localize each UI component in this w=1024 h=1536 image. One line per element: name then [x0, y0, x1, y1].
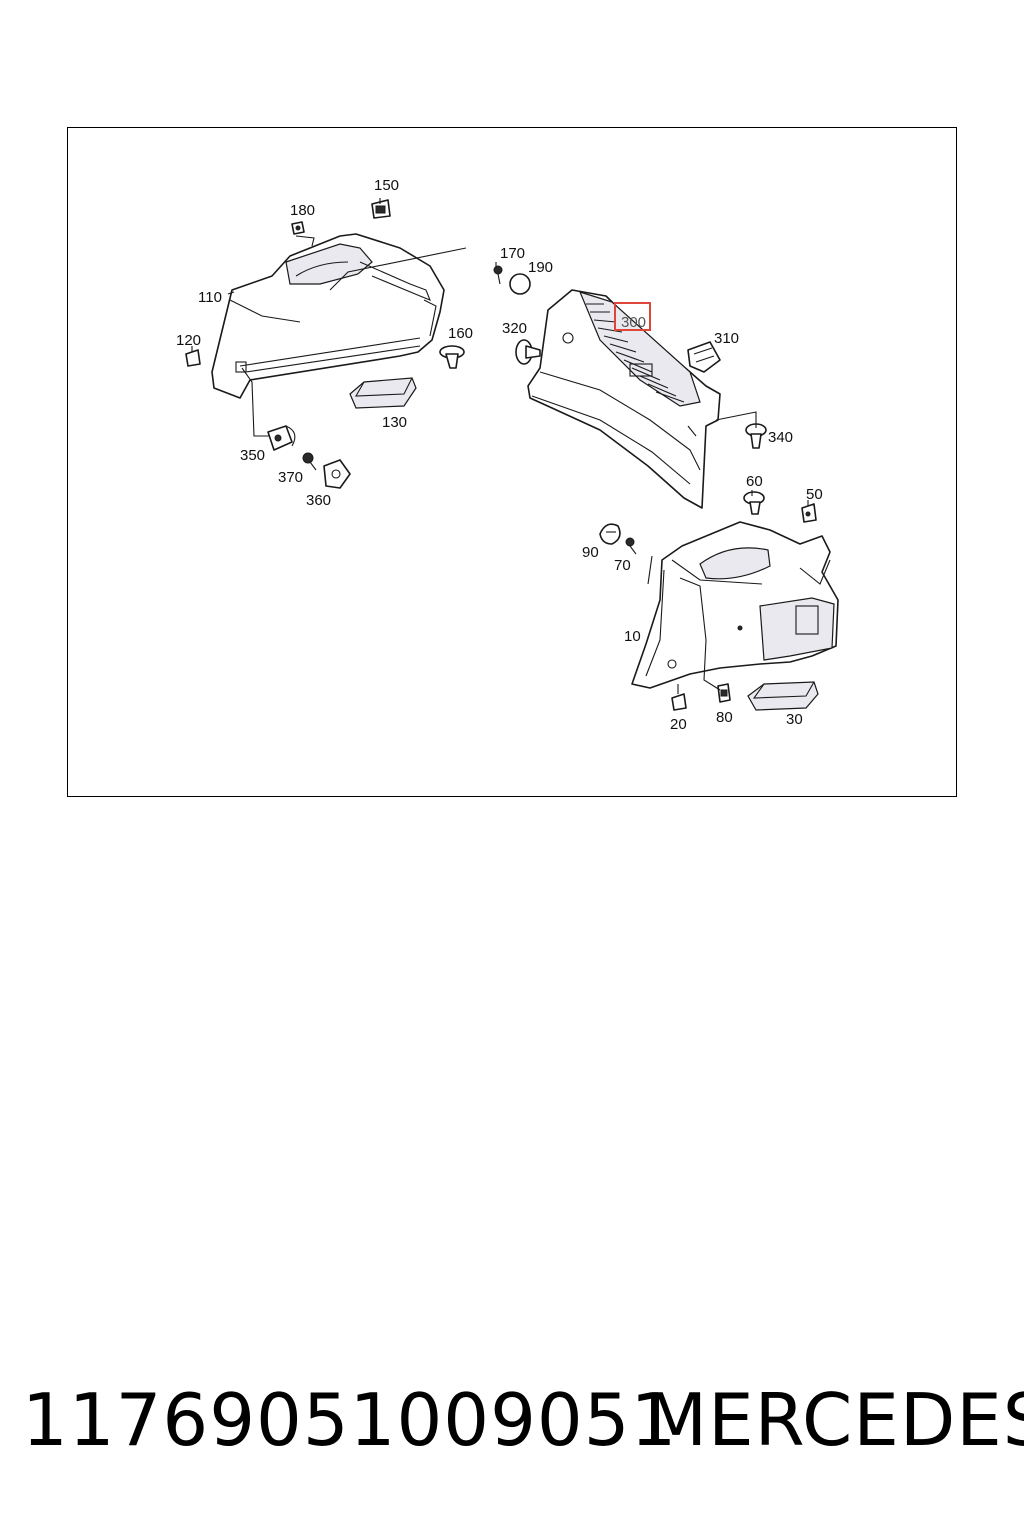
label-190[interactable]: 190 — [528, 259, 553, 276]
label-180[interactable]: 180 — [290, 202, 315, 219]
part-70-screw — [625, 537, 637, 555]
part-80-clip — [717, 683, 731, 703]
label-310[interactable]: 310 — [714, 330, 739, 347]
part-310-clip — [687, 341, 721, 373]
part-150-clip — [371, 199, 391, 219]
label-50[interactable]: 50 — [806, 486, 823, 503]
label-360[interactable]: 360 — [306, 492, 331, 509]
label-130[interactable]: 130 — [382, 414, 407, 431]
part-350-lashing-eye — [267, 425, 296, 451]
label-320[interactable]: 320 — [502, 320, 527, 337]
label-60[interactable]: 60 — [746, 473, 763, 490]
label-350[interactable]: 350 — [240, 447, 265, 464]
label-70[interactable]: 70 — [614, 557, 631, 574]
part-labels: 150 180 170 190 110 120 160 130 350 370 … — [176, 177, 823, 733]
part-90-clip — [599, 523, 621, 545]
part-190-cap — [509, 273, 531, 295]
label-150[interactable]: 150 — [374, 177, 399, 194]
part-160-push-rivet — [439, 345, 465, 369]
highlight-box-300 — [614, 302, 651, 331]
label-160[interactable]: 160 — [448, 325, 473, 342]
part-170-screw — [493, 265, 503, 285]
brand-name: MERCEDES — [645, 1378, 1024, 1462]
part-30-foam-pad — [747, 681, 819, 711]
label-20[interactable]: 20 — [670, 716, 687, 733]
part-130-foam-pad — [349, 377, 417, 409]
label-10[interactable]: 10 — [624, 628, 641, 645]
label-30[interactable]: 30 — [786, 711, 803, 728]
part-180-clip — [291, 221, 305, 235]
label-120[interactable]: 120 — [176, 332, 201, 349]
footer: 11769051009051 MERCEDES — [0, 1378, 1024, 1468]
label-370[interactable]: 370 — [278, 469, 303, 486]
part-50-clip — [801, 503, 817, 523]
part-340-push-rivet — [745, 423, 767, 449]
leader-lines — [191, 198, 809, 694]
part-number: 11769051009051 — [22, 1378, 678, 1462]
label-80[interactable]: 80 — [716, 709, 733, 726]
part-10-trim-panel — [631, 521, 839, 689]
part-20-clip — [671, 693, 687, 711]
part-300-loading-sill — [527, 289, 721, 509]
part-110-trim-panel — [211, 233, 445, 399]
label-340[interactable]: 340 — [768, 429, 793, 446]
part-120-clip — [185, 349, 201, 367]
part-60-push-rivet — [743, 491, 765, 515]
part-370-screw — [302, 452, 317, 471]
part-320-push-rivet — [515, 339, 541, 365]
label-170[interactable]: 170 — [500, 245, 525, 262]
label-110[interactable]: 110 — [198, 289, 222, 306]
part-360-bracket — [323, 459, 351, 489]
label-300[interactable]: 300 — [621, 314, 646, 331]
label-90[interactable]: 90 — [582, 544, 599, 561]
